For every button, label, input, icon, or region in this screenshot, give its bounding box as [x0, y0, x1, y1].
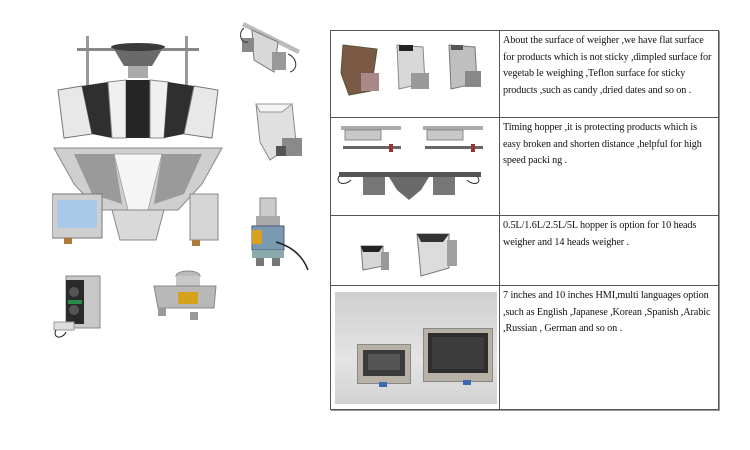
timing-hopper-assembly-image: [337, 168, 483, 204]
hopper-size-images: [330, 215, 500, 286]
flat-hopper-image: [393, 43, 433, 93]
surface-options-text: About the surface of weigher ,we have fl…: [499, 30, 719, 118]
table-row: 0.5L/1.6L/2.5L/5L hopper is option for 1…: [330, 215, 719, 286]
dimpled-hopper-image: [339, 43, 383, 99]
spec-table: About the surface of weigher ,we have fl…: [330, 30, 719, 410]
timing-hopper-image-1: [339, 124, 403, 154]
control-board-thumbnail: [52, 272, 102, 340]
connector-icon: [379, 382, 387, 387]
large-hopper-image: [415, 230, 463, 278]
timing-hopper-image-2: [421, 124, 485, 154]
timing-hopper-text: Timing hopper ,it is protecting products…: [499, 117, 719, 216]
multihead-weigher-image: [51, 34, 224, 246]
hmi-images: [330, 285, 500, 410]
load-cell-base-thumbnail: [150, 268, 220, 324]
teflon-hopper-image: [445, 43, 485, 93]
hmi-10-inch-image: [423, 328, 493, 382]
timing-hopper-images: [330, 117, 500, 216]
connector-icon: [463, 380, 471, 385]
small-hopper-image: [359, 242, 393, 274]
hmi-photo: [335, 292, 497, 404]
table-row: Timing hopper ,it is protecting products…: [330, 117, 719, 216]
hopper-bracket-thumbnail: [238, 18, 304, 82]
table-row: About the surface of weigher ,we have fl…: [330, 30, 719, 118]
load-cell-thumbnail: [246, 194, 310, 276]
hmi-text: 7 inches and 10 inches HMI,multi languag…: [499, 285, 719, 410]
surface-options-images: [330, 30, 500, 118]
hopper-size-text: 0.5L/1.6L/2.5L/5L hopper is option for 1…: [499, 215, 719, 286]
hmi-7-inch-image: [357, 344, 411, 384]
table-row: 7 inches and 10 inches HMI,multi languag…: [330, 285, 719, 410]
hopper-thumbnail: [252, 102, 306, 164]
